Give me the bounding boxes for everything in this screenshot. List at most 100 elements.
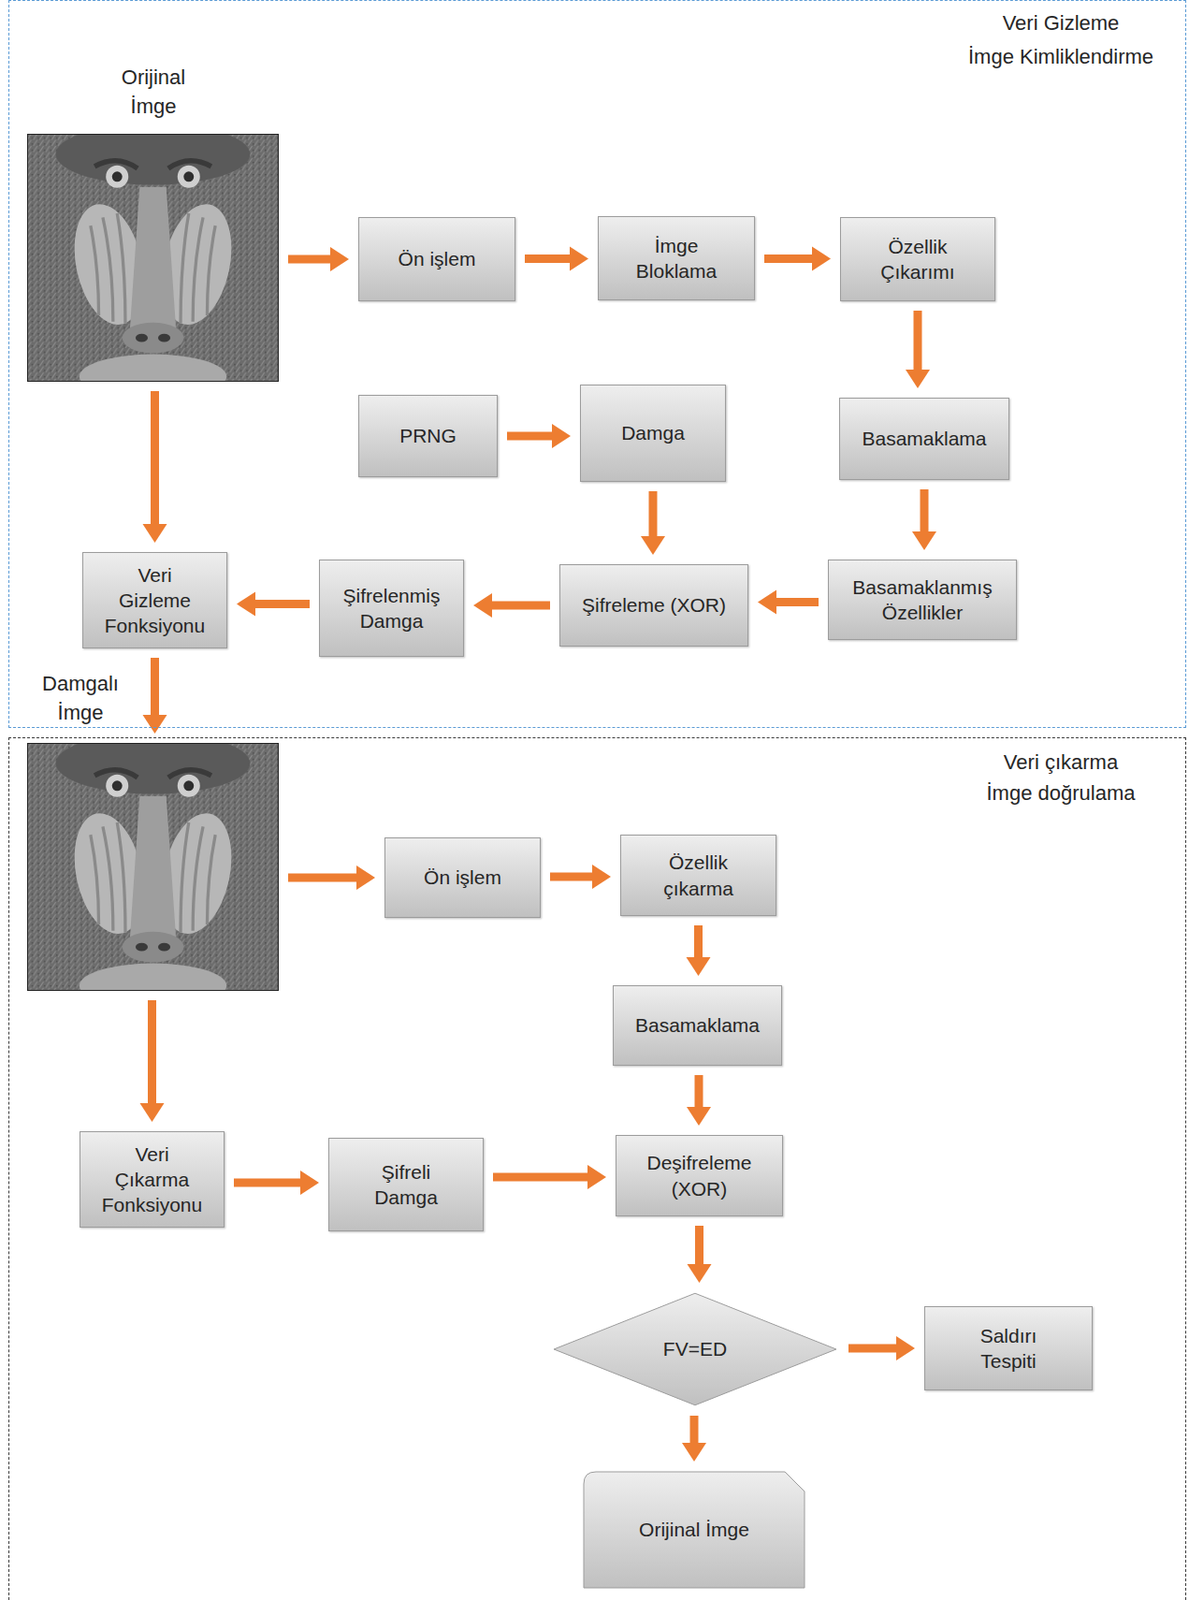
arrow-head — [140, 1102, 165, 1122]
flow-arrow — [233, 1170, 319, 1195]
document-shape: Orijinal İmge — [582, 1470, 806, 1589]
box-label: Ön işlem — [423, 864, 502, 890]
arrow-shaft — [764, 254, 813, 263]
arrow-shaft — [491, 601, 551, 610]
decision-label: FV=ED — [663, 1335, 727, 1362]
arrow-head — [640, 536, 666, 555]
box-label: Basamaklanmış Özellikler — [838, 574, 1007, 626]
flow-arrow — [912, 489, 937, 551]
baboon-photo — [27, 742, 279, 991]
arrow-shaft — [147, 1000, 157, 1104]
flow-arrow — [686, 925, 711, 976]
arrow-shaft — [288, 255, 332, 264]
arrow-shaft — [649, 491, 658, 537]
arrow-head — [587, 1164, 607, 1189]
process-box: Özellik çıkarma — [620, 834, 777, 916]
box-label: PRNG — [399, 422, 457, 449]
process-box: PRNG — [358, 394, 498, 478]
arrow-head — [592, 864, 611, 889]
arrow-head — [757, 590, 777, 615]
document-shape-path — [583, 1471, 805, 1588]
arrow-head — [569, 246, 589, 272]
region-title: Veri Gizleme — [939, 6, 1183, 41]
label-block: Özellik Çıkarımı — [870, 233, 965, 286]
arrow-shaft — [288, 873, 358, 883]
arrow-head — [686, 1106, 711, 1126]
arrow-shaft — [848, 1344, 898, 1353]
flow-arrow — [288, 865, 376, 890]
box-label: Basamaklama — [635, 1012, 760, 1038]
flow-arrow — [143, 391, 168, 543]
box-label: Şifreli Damga — [363, 1159, 449, 1211]
region-band: Veri çıkarmaİmge doğrulamaDamgalı İmgeÖn… — [8, 737, 1187, 1600]
flow-arrow — [524, 246, 589, 272]
label-block: Basamaklama — [635, 1012, 760, 1038]
label-block: Orijinal İmge — [638, 1516, 750, 1542]
arrow-shaft — [775, 597, 819, 607]
label-block: FV=ED — [663, 1335, 727, 1362]
flow-arrow — [905, 310, 930, 389]
arrow-shaft — [550, 872, 594, 882]
label-block: Veri Çıkarma Fonksiyonu — [100, 1141, 205, 1218]
process-box: Şifrelenmiş Damga — [319, 559, 464, 657]
label-block: Özellik çıkarma — [652, 849, 746, 901]
image-heading: Orijinal İmge — [106, 62, 201, 121]
arrow-shaft — [690, 1415, 699, 1444]
arrow-head — [473, 593, 493, 618]
label-block: Ön işlem — [398, 246, 477, 272]
baboon-photo-use — [27, 133, 279, 382]
box-label: Özellik Çıkarımı — [870, 233, 965, 286]
arrow-shaft — [493, 1173, 589, 1182]
arrow-shaft — [254, 599, 310, 609]
flow-arrow — [640, 491, 666, 555]
box-label: Saldırı Tespiti — [966, 1322, 1051, 1375]
image-heading-block: Damgalı İmge — [33, 668, 128, 727]
arrow-shaft — [695, 1074, 704, 1108]
process-box: Basamaklama — [612, 985, 783, 1066]
region-title: İmge doğrulama — [939, 777, 1183, 809]
process-box: Basamaklama — [839, 397, 1010, 480]
box-label: Basamaklama — [861, 425, 986, 451]
region-title: Veri çıkarma — [939, 746, 1183, 778]
baboon-photo — [27, 133, 279, 382]
box-label: Şifreleme (XOR) — [581, 592, 726, 618]
arrow-shaft — [507, 432, 553, 441]
arrow-head — [686, 957, 711, 976]
flow-arrow — [493, 1164, 607, 1189]
arrow-head — [143, 523, 168, 543]
process-box: Şifreleme (XOR) — [559, 564, 749, 647]
process-box: Veri Gizleme Fonksiyonu — [82, 551, 228, 649]
label-block: Şifreleme (XOR) — [581, 592, 726, 618]
box-label: Veri Çıkarma Fonksiyonu — [100, 1141, 205, 1218]
arrow-shaft — [150, 391, 160, 525]
label-block: PRNG — [399, 422, 457, 449]
arrow-head — [330, 246, 349, 272]
arrow-shaft — [233, 1178, 302, 1188]
arrow-head — [143, 714, 168, 734]
process-box: Ön işlem — [358, 217, 516, 302]
box-label: İmge Bloklama — [629, 232, 724, 285]
flow-arrow — [681, 1415, 707, 1462]
arrow-head — [905, 369, 930, 389]
flow-arrow — [848, 1335, 915, 1361]
label-block: Ön işlem — [423, 864, 502, 890]
arrow-shaft — [524, 254, 571, 263]
process-box: Ön işlem — [384, 837, 541, 918]
process-box: Veri Çıkarma Fonksiyonu — [79, 1131, 225, 1228]
arrow-shaft — [694, 925, 703, 958]
arrow-head — [812, 246, 831, 272]
arrow-head — [300, 1170, 319, 1195]
flow-arrow — [507, 423, 571, 449]
box-label: Veri Gizleme Fonksiyonu — [102, 562, 208, 639]
label-block: İmge Bloklama — [629, 232, 724, 285]
flow-arrow — [550, 864, 611, 889]
document-label: Orijinal İmge — [638, 1516, 750, 1542]
label-block: Basamaklama — [861, 425, 986, 451]
process-box: Damga — [580, 384, 726, 482]
flow-arrow — [473, 593, 551, 618]
process-box: Şifreli Damga — [328, 1137, 484, 1232]
process-box: Basamaklanmış Özellikler — [827, 559, 1017, 640]
flow-arrow — [236, 592, 310, 617]
region-title-block: Veri çıkarmaİmge doğrulama — [939, 746, 1183, 809]
baboon-photo-use — [27, 742, 279, 991]
